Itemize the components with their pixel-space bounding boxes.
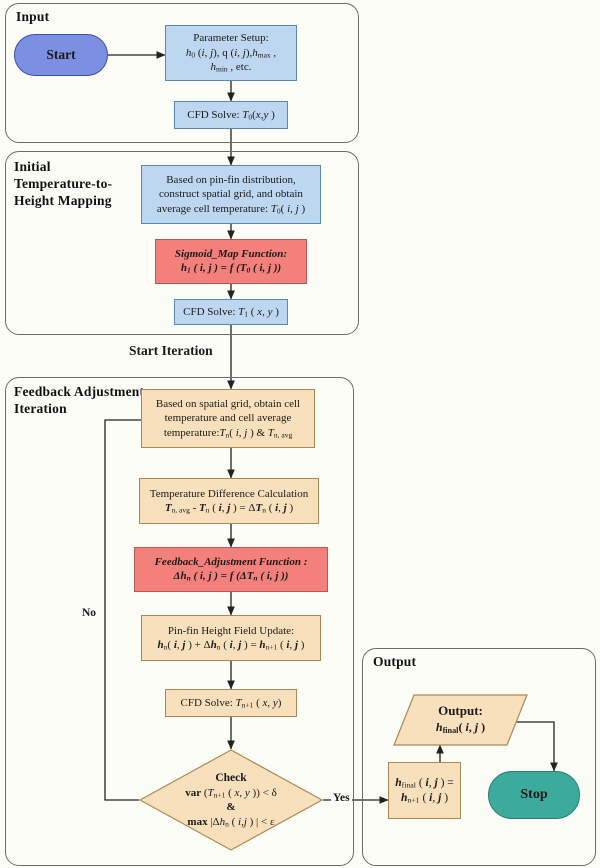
- grid-construct-line2: construct spatial grid, and obtain: [159, 188, 303, 201]
- node-check[interactable]: Check var (Tn+1 ( x, y )) < δ & max |Δhn…: [139, 749, 323, 851]
- height-update-line2: hn( i, j ) + Δhn ( i, j ) = hn+1 ( i, j …: [157, 638, 305, 652]
- panel-initial-mapping: [5, 151, 359, 335]
- cell-temperature-line1: Based on spatial grid, obtain cell: [155, 398, 301, 411]
- node-stop[interactable]: Stop: [488, 771, 580, 819]
- node-output-result[interactable]: Output: hfinal( i, j ): [393, 694, 528, 746]
- node-grid-construct[interactable]: Based on pin-fin distribution, construct…: [141, 165, 321, 224]
- node-cell-temperature[interactable]: Based on spatial grid, obtain cell tempe…: [141, 389, 315, 448]
- temp-difference-line2: Tn, avg - Tn ( i, j ) = ΔTn ( i, j ): [164, 501, 294, 515]
- cfd-solve-1-line1: CFD Solve: T1 ( x, y ): [183, 305, 279, 319]
- output-result-line1: Output:: [438, 703, 483, 719]
- height-update-line1: Pin-fin Height Field Update:: [167, 624, 295, 637]
- sigmoid-map-line1: Sigmoid_Map Function:: [174, 248, 288, 261]
- node-cfd-solve-0[interactable]: CFD Solve: T0(x,y ): [174, 101, 288, 129]
- panel-feedback-iteration: [5, 377, 354, 866]
- panel-input-title: Input: [16, 9, 50, 24]
- temp-difference-line1: Temperature Difference Calculation: [149, 487, 309, 500]
- node-cfd-solve-1[interactable]: CFD Solve: T1 ( x, y ): [174, 299, 288, 325]
- check-line2: var (Tn+1 ( x, y )) < δ: [185, 786, 277, 800]
- sigmoid-map-line2: h1 ( i, j ) = f (T0 ( i, j )): [180, 262, 282, 276]
- node-temp-difference[interactable]: Temperature Difference Calculation Tn, a…: [139, 478, 319, 524]
- parameter-setup-line1: Parameter Setup:: [193, 32, 269, 45]
- cfd-solve-n1-line1: CFD Solve: Tn+1 ( x, y): [180, 696, 282, 710]
- feedback-adjustment-line2: Δhn ( i, j ) = f (ΔTn ( i, j )): [173, 570, 289, 584]
- label-yes: Yes: [331, 792, 352, 804]
- panel-initial-mapping-title-line3: Height Mapping: [14, 192, 112, 208]
- node-parameter-setup[interactable]: Parameter Setup: h0 (i, j), q (i, j),hma…: [165, 25, 297, 81]
- check-line1: Check: [215, 772, 247, 785]
- node-sigmoid-map[interactable]: Sigmoid_Map Function: h1 ( i, j ) = f (T…: [155, 239, 307, 284]
- check-line4: max |Δhn ( i,j ) | < ε: [187, 815, 275, 829]
- node-height-update[interactable]: Pin-fin Height Field Update: hn( i, j ) …: [141, 615, 321, 661]
- panel-output: [362, 648, 596, 866]
- node-start-label: Start: [46, 47, 76, 63]
- node-stop-label: Stop: [520, 786, 548, 802]
- panel-feedback-iteration-title: Feedback Adjustment Iteration: [14, 384, 164, 418]
- output-parallelogram-shape: [393, 694, 528, 746]
- panel-feedback-title-line2: Iteration: [14, 400, 67, 416]
- grid-construct-line3: average cell temperature: T0( i, j ): [156, 202, 306, 216]
- panel-feedback-title-line1: Feedback Adjustment: [14, 384, 145, 399]
- node-feedback-adjustment[interactable]: Feedback_Adjustment Function : Δhn ( i, …: [134, 547, 328, 592]
- parameter-setup-line3: hmin , etc.: [210, 61, 252, 74]
- cell-temperature-line2: temperature and cell average: [164, 412, 292, 425]
- node-start[interactable]: Start: [14, 34, 108, 76]
- label-start-iteration: Start Iteration: [125, 343, 217, 359]
- node-assign-final[interactable]: hfinal ( i, j ) = hn+1 ( i, j ): [388, 762, 461, 819]
- panel-output-title: Output: [373, 654, 417, 669]
- label-no: No: [80, 607, 99, 619]
- panel-initial-mapping-title: Initial Temperature-to- Height Mapping: [14, 159, 144, 210]
- panel-initial-mapping-title-line1: Initial: [14, 159, 51, 174]
- node-cfd-solve-n1[interactable]: CFD Solve: Tn+1 ( x, y): [165, 689, 297, 717]
- grid-construct-line1: Based on pin-fin distribution,: [166, 174, 296, 187]
- parameter-setup-line2: h0 (i, j), q (i, j),hmax ,: [185, 46, 277, 60]
- check-diamond-shape: [139, 749, 323, 851]
- assign-final-line1: hfinal ( i, j ) =: [395, 776, 454, 790]
- check-line3: &: [226, 801, 236, 814]
- assign-final-line2: hn+1 ( i, j ): [400, 791, 449, 805]
- cfd-solve-0-line1: CFD Solve: T0(x,y ): [187, 108, 275, 122]
- cell-temperature-line3: temperature:Tn( i, j ) & Tn, avg: [163, 426, 293, 440]
- feedback-adjustment-line1: Feedback_Adjustment Function :: [154, 556, 308, 569]
- panel-initial-mapping-title-line2: Temperature-to-: [14, 175, 113, 191]
- panel-input: [5, 3, 359, 143]
- output-result-line2: hfinal( i, j ): [435, 720, 486, 736]
